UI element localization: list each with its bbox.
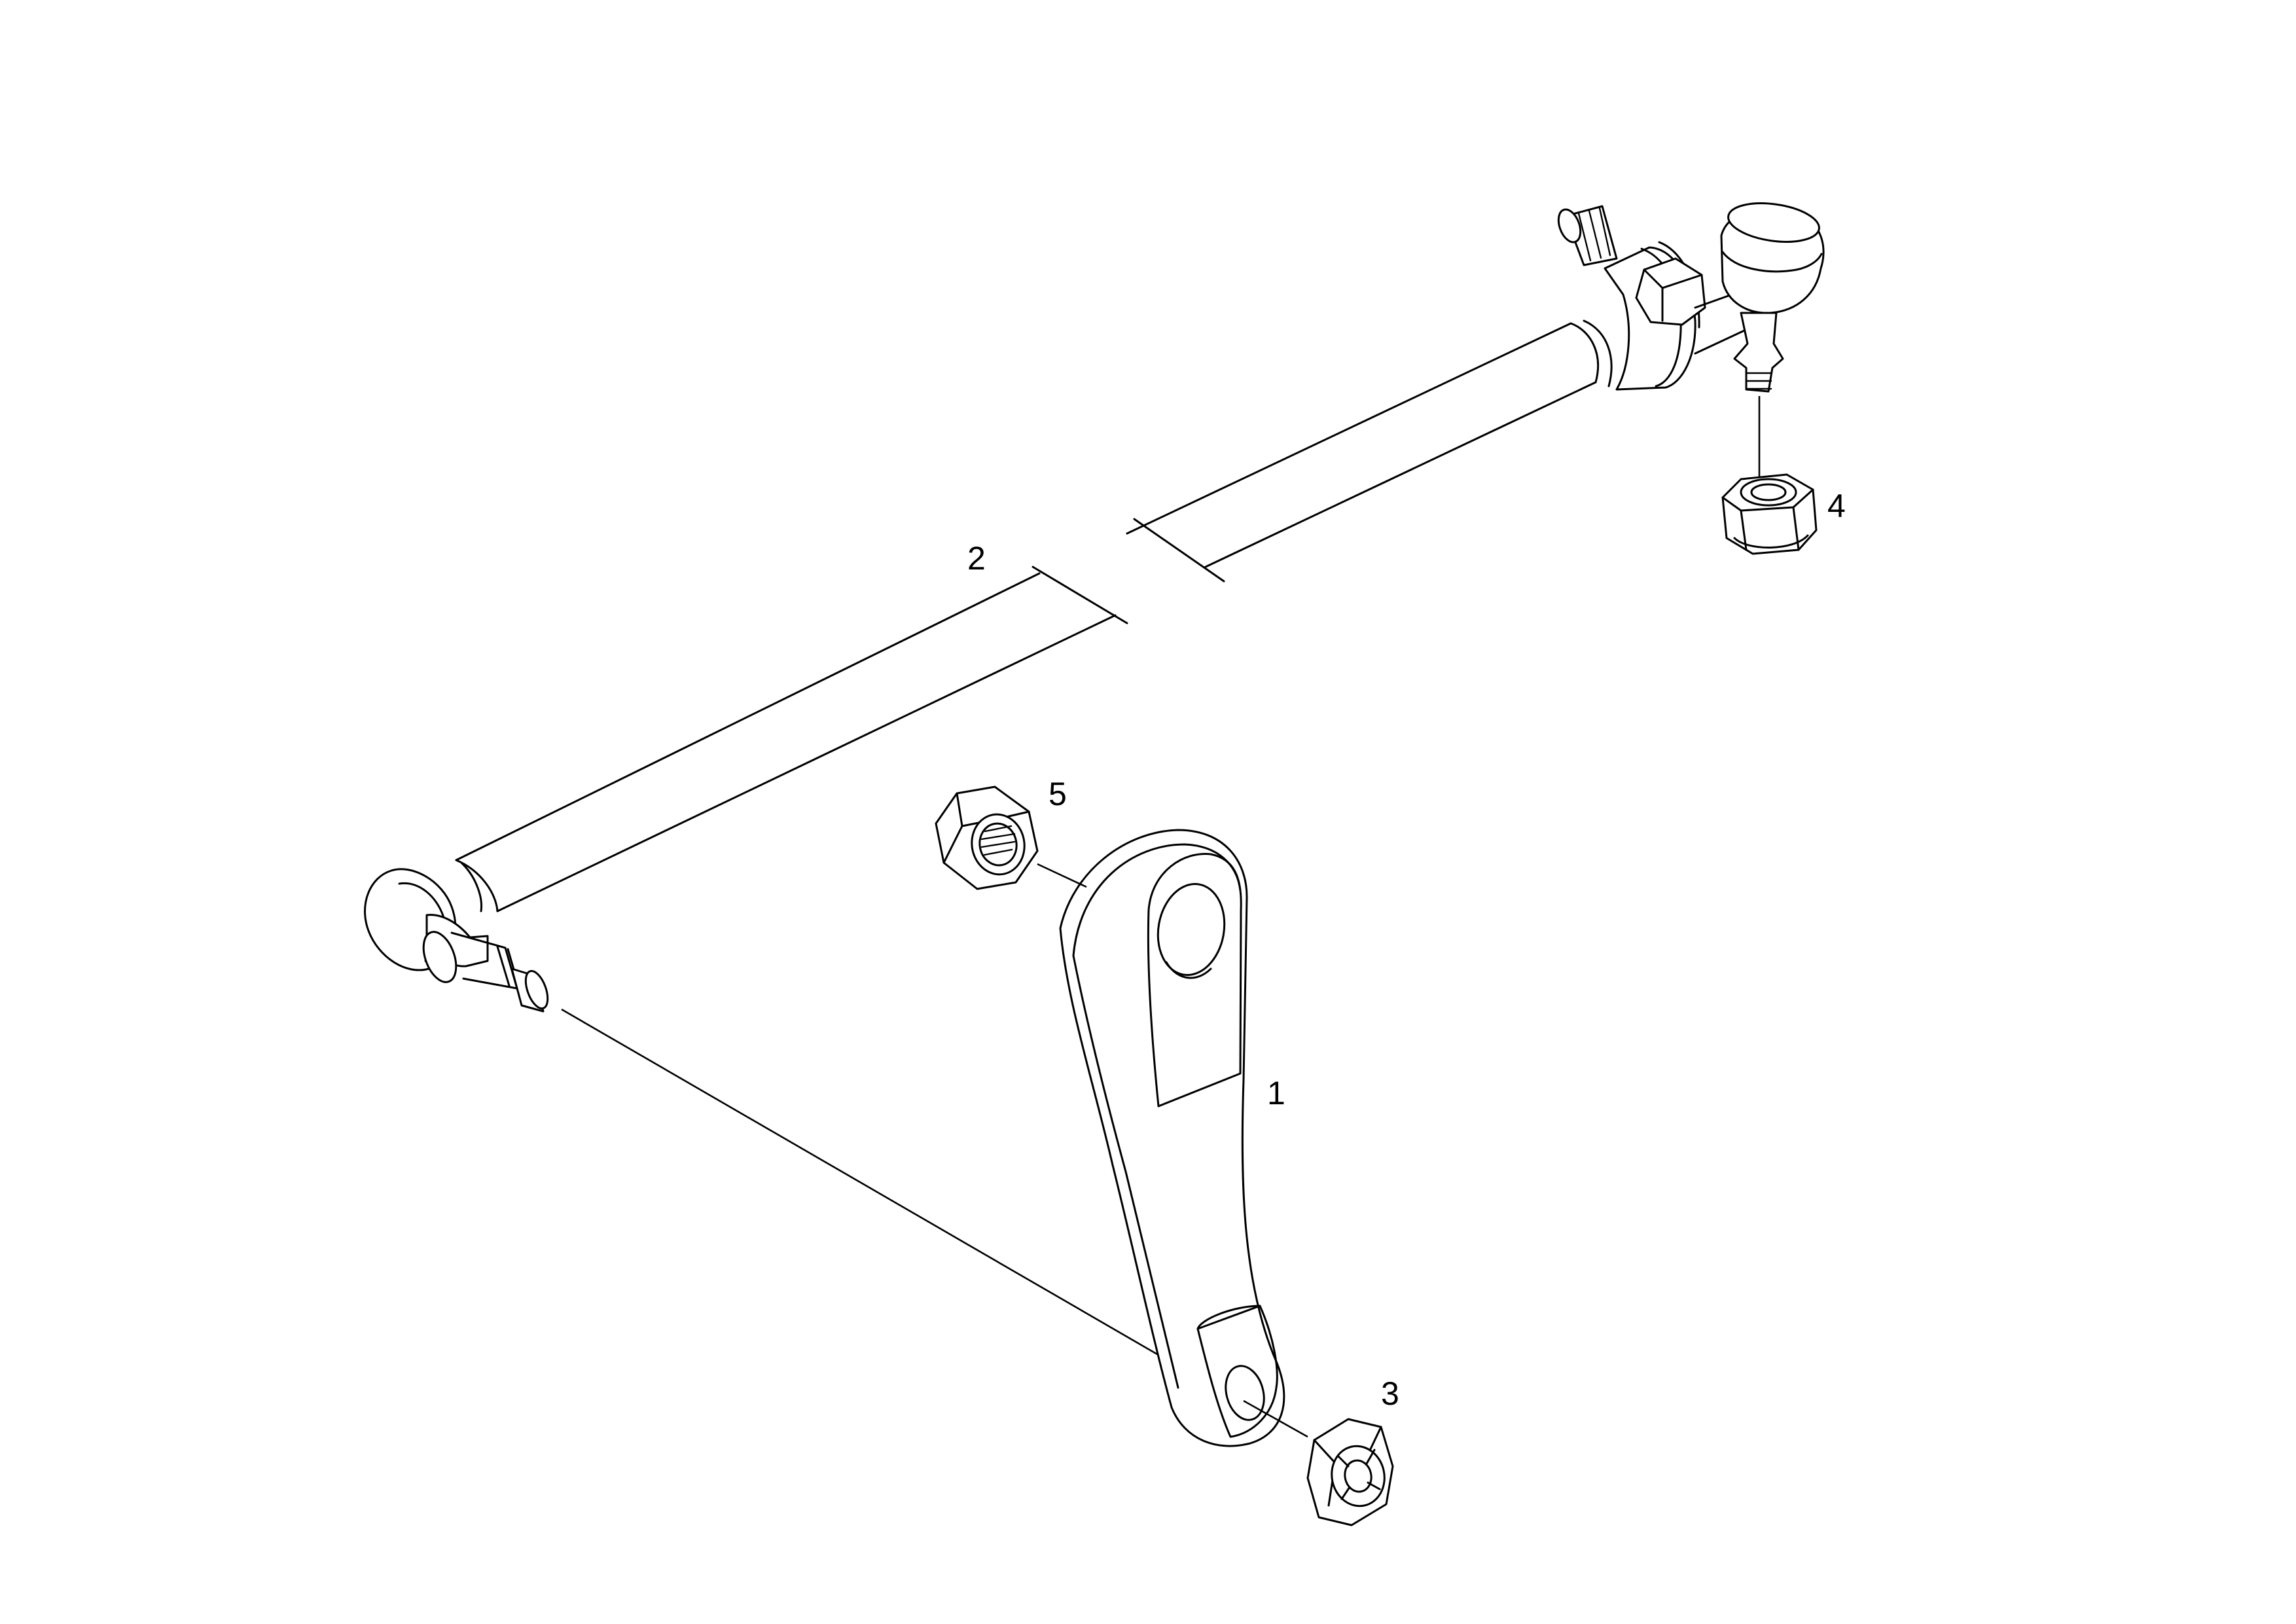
- left-ball-joint[interactable]: [364, 868, 552, 1013]
- castle-nut-3[interactable]: [1306, 1418, 1394, 1526]
- hex-nut-5[interactable]: [935, 785, 1039, 890]
- callout-5: 5: [1049, 776, 1067, 812]
- callout-3: 3: [1381, 1375, 1399, 1412]
- callout-4: 4: [1827, 488, 1846, 524]
- callout-1: 1: [1267, 1075, 1285, 1111]
- callout-2: 2: [967, 540, 986, 577]
- right-clamp-and-ball-joint[interactable]: [1554, 198, 1825, 393]
- tie-rod[interactable]: [455, 322, 1597, 912]
- lock-nut-4[interactable]: [1721, 473, 1818, 555]
- steering-arm[interactable]: [1059, 829, 1285, 1447]
- callout-labels: 1 2 3 4 5: [967, 488, 1846, 1412]
- leader-lines: [561, 396, 1761, 1438]
